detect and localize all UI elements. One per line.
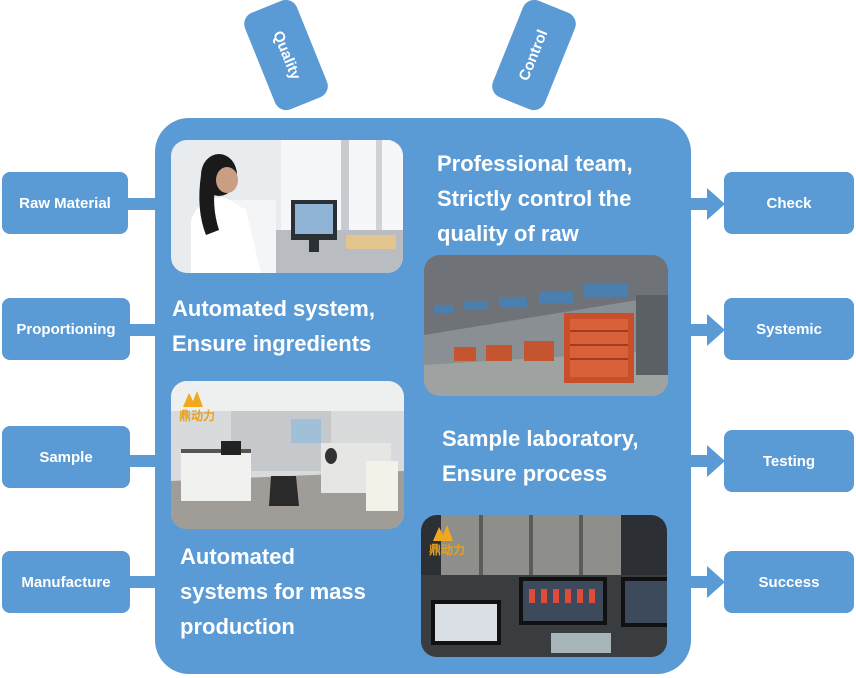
- manufacture-box: Manufacture: [2, 551, 130, 613]
- check-box: Check: [724, 172, 854, 234]
- manufacture-label: Manufacture: [21, 573, 111, 591]
- block-sample-laboratory: Sample laboratory, Ensure process: [442, 421, 638, 491]
- photo-laboratory: 鼎动力: [171, 381, 404, 529]
- arrow-systemic-body: [689, 324, 709, 336]
- arrow-check-head: [707, 188, 725, 220]
- arrow-success-body: [689, 576, 709, 588]
- block-mass-production-line-2: systems for mass: [180, 579, 366, 604]
- block-professional-team-line-1: Professional team,: [437, 151, 633, 176]
- proportioning-label: Proportioning: [16, 320, 116, 338]
- control-room-logo-icon: [433, 525, 453, 541]
- photo-control-room: 鼎动力: [421, 515, 667, 657]
- lab-logo: 鼎动力: [179, 409, 216, 423]
- testing-label: Testing: [762, 452, 816, 470]
- arrow-check-body: [689, 198, 709, 210]
- block-professional-team: Professional team, Strictly control the …: [437, 146, 633, 251]
- connector-proportioning: [128, 324, 158, 336]
- arrow-success-head: [707, 566, 725, 598]
- control-tab-label: Control: [516, 27, 552, 83]
- sample-box: Sample: [2, 426, 130, 488]
- block-professional-team-line-2: Strictly control the: [437, 186, 632, 211]
- connector-sample: [128, 455, 158, 467]
- success-label: Success: [758, 573, 820, 591]
- arrow-testing-body: [689, 455, 709, 467]
- success-box: Success: [724, 551, 854, 613]
- control-room-logo: 鼎动力: [429, 543, 466, 557]
- block-sample-laboratory-line-2: Ensure process: [442, 461, 608, 486]
- photo-office-worker: [171, 140, 403, 273]
- block-mass-production-line-3: production: [180, 614, 295, 639]
- control-tab: Control: [488, 0, 580, 114]
- proportioning-box: Proportioning: [2, 298, 130, 360]
- lab-logo-icon: [183, 391, 203, 407]
- quality-tab: Quality: [240, 0, 332, 114]
- testing-box: Testing: [724, 430, 854, 492]
- block-sample-laboratory-line-1: Sample laboratory,: [442, 426, 639, 451]
- systemic-box: Systemic: [724, 298, 854, 360]
- block-mass-production: Automated systems for mass production: [180, 539, 366, 644]
- block-mass-production-line-1: Automated: [180, 544, 295, 569]
- raw-material-label: Raw Material: [19, 194, 111, 212]
- connector-manufacture: [128, 576, 158, 588]
- block-professional-team-line-3: quality of raw: [437, 221, 579, 246]
- photo-industrial-line: [424, 255, 668, 396]
- quality-tab-label: Quality: [268, 28, 304, 82]
- block-automated-system-line-2: Ensure ingredients: [172, 331, 372, 356]
- systemic-label: Systemic: [756, 320, 822, 338]
- check-label: Check: [766, 194, 812, 212]
- sample-label: Sample: [39, 448, 93, 466]
- connector-raw-material: [128, 198, 158, 210]
- arrow-testing-head: [707, 445, 725, 477]
- raw-material-box: Raw Material: [2, 172, 128, 234]
- arrow-systemic-head: [707, 314, 725, 346]
- block-automated-system-line-1: Automated system,: [172, 296, 375, 321]
- block-automated-system: Automated system, Ensure ingredients: [172, 291, 375, 361]
